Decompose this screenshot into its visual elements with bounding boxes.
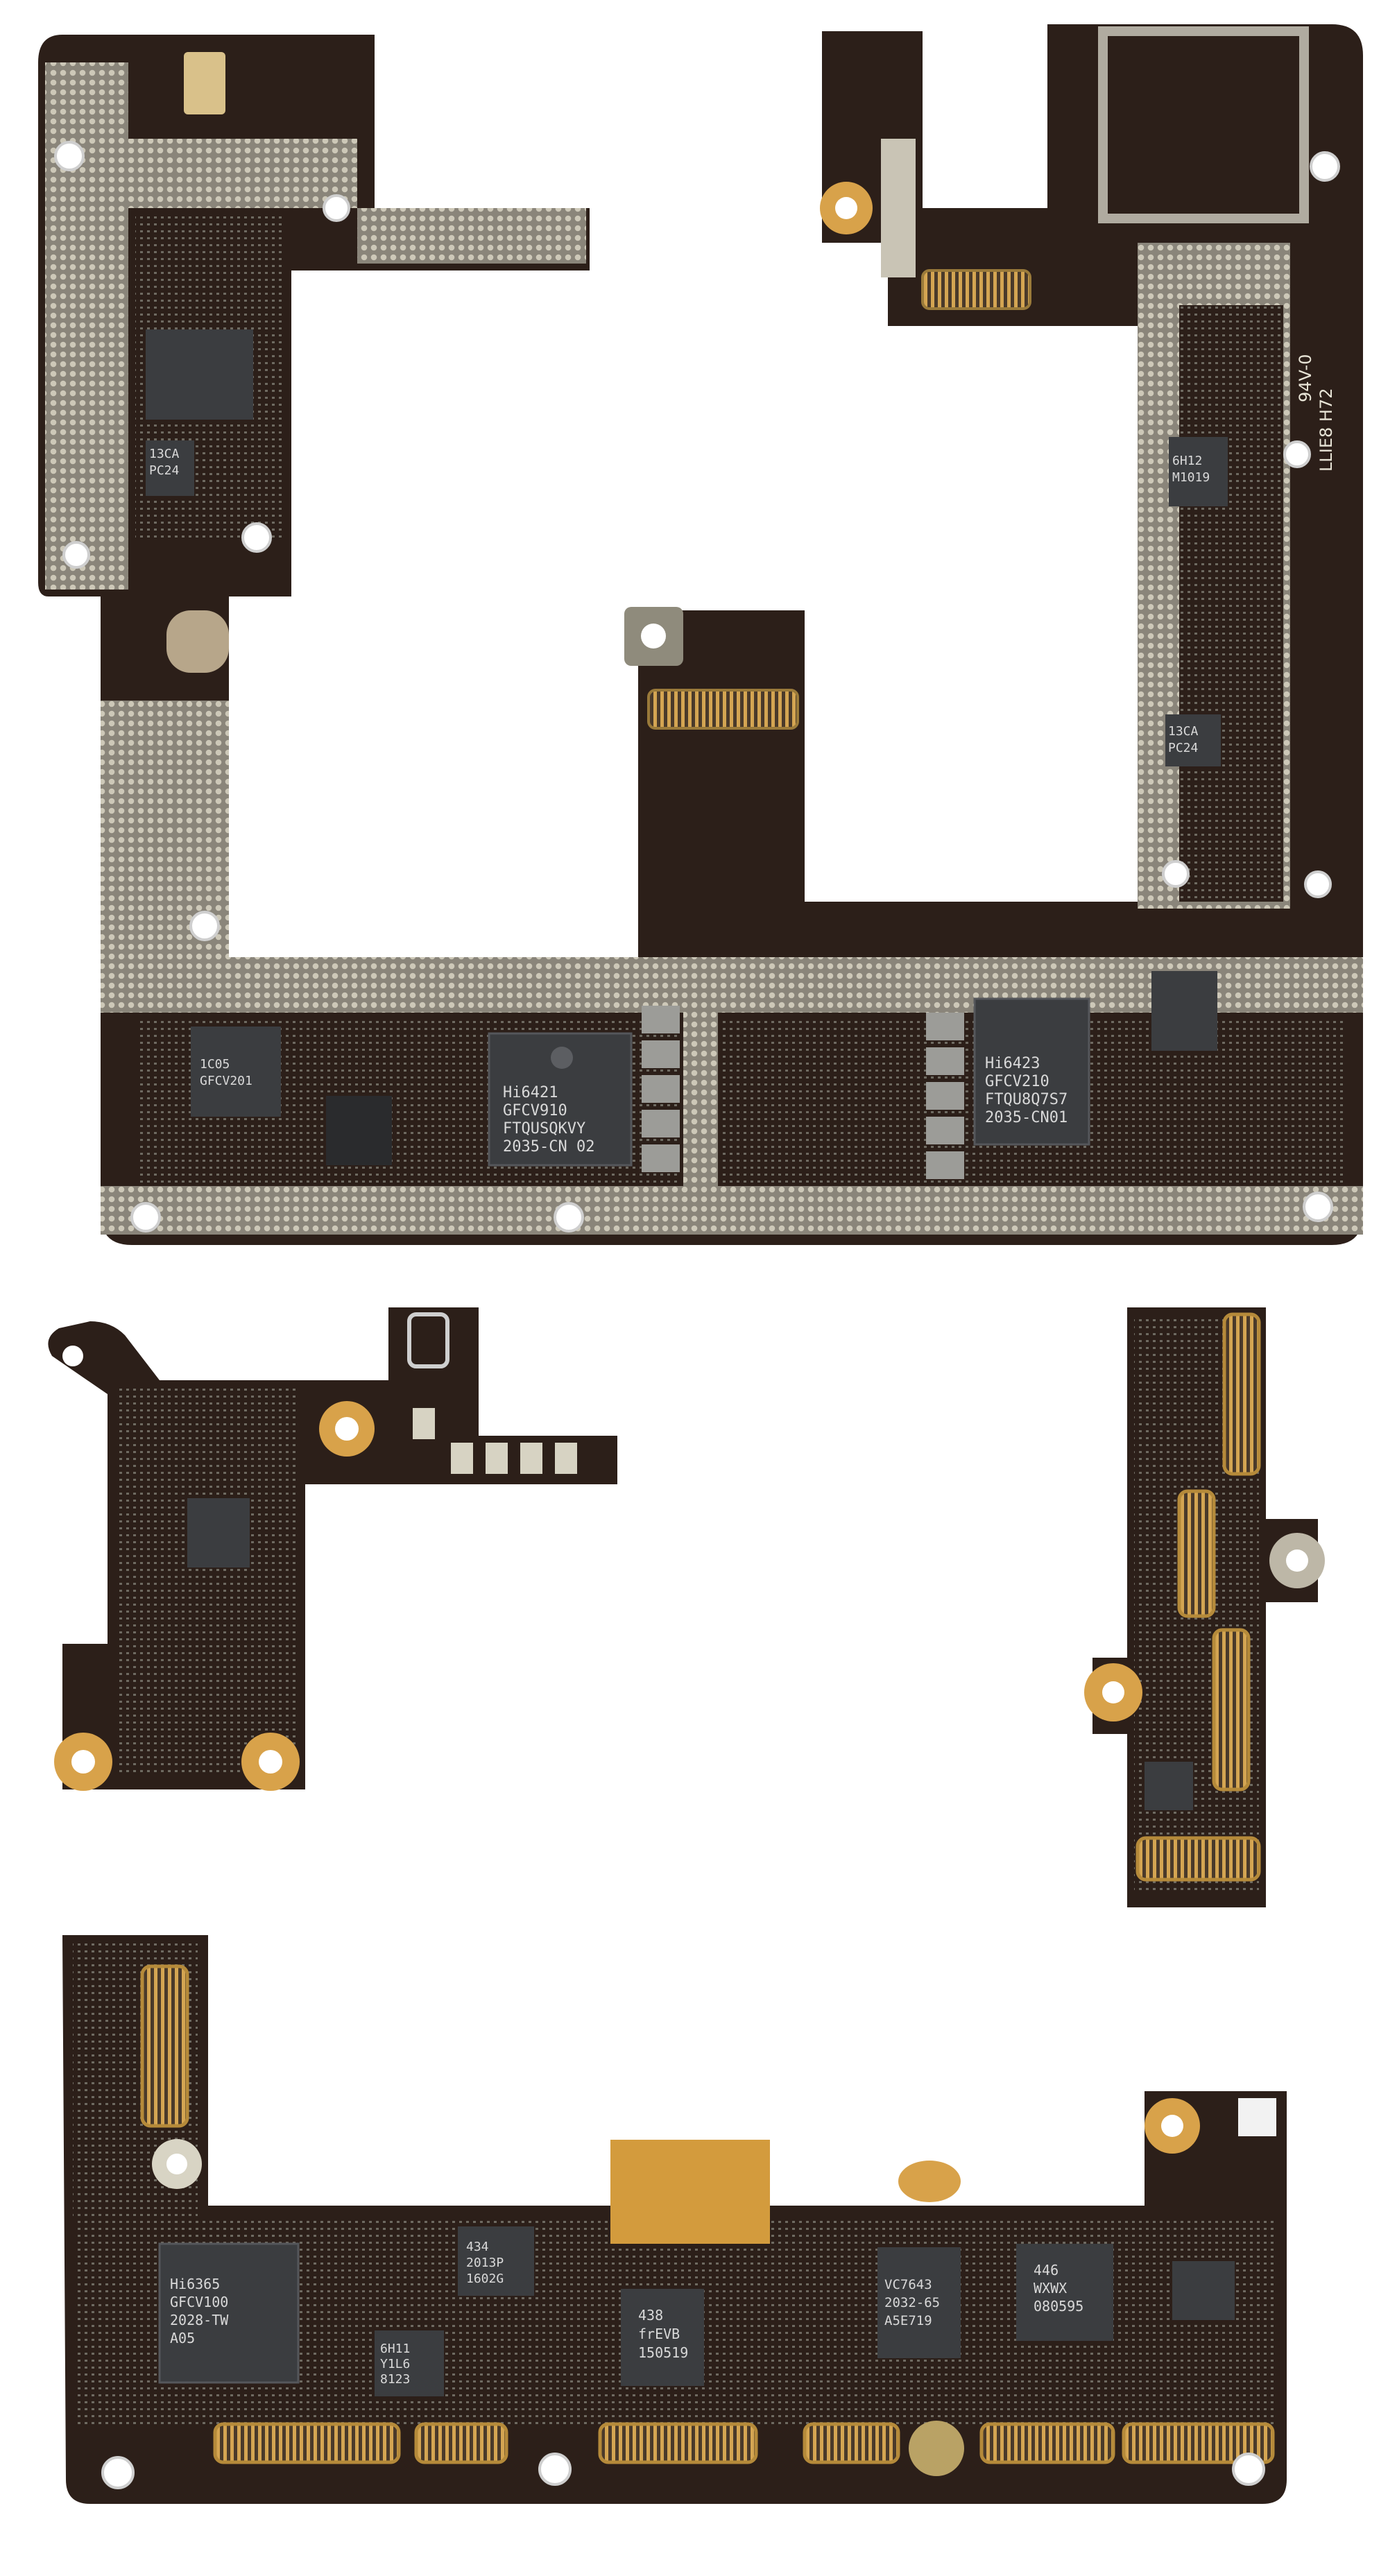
chip-438: 438 frEVB 150519 bbox=[621, 2289, 704, 2386]
connector-right-3 bbox=[1212, 1628, 1251, 1792]
middle-right-chip bbox=[1145, 1762, 1193, 1810]
shield-rail-bottom-edge bbox=[101, 1186, 1363, 1235]
svg-text:GFCV201: GFCV201 bbox=[200, 1074, 252, 1088]
svg-text:434: 434 bbox=[466, 2240, 489, 2254]
chip-434: 434 2013P 1602G bbox=[458, 2226, 534, 2296]
svg-text:8123: 8123 bbox=[380, 2372, 410, 2387]
connector-right-1 bbox=[1222, 1312, 1261, 1476]
svg-text:A5E719: A5E719 bbox=[884, 2313, 932, 2328]
shield-rail-top bbox=[128, 139, 357, 208]
svg-text:2032-65: 2032-65 bbox=[884, 2295, 940, 2310]
svg-text:Y1L6: Y1L6 bbox=[380, 2357, 410, 2371]
svg-text:frEVB: frEVB bbox=[638, 2326, 680, 2342]
gold-standoff-main bbox=[166, 52, 873, 673]
main-board-top-right-tab bbox=[822, 31, 1047, 326]
chip-vc7643: VC7643 2032-65 A5E719 bbox=[877, 2247, 961, 2358]
gold-bracket bbox=[881, 139, 916, 277]
chip-446: 446 WXWX 080595 bbox=[1016, 2244, 1113, 2341]
svg-text:VC7643: VC7643 bbox=[884, 2277, 932, 2292]
svg-text:WXWX: WXWX bbox=[1034, 2280, 1067, 2296]
svg-text:2035-CN 02: 2035-CN 02 bbox=[503, 1138, 594, 1156]
middle-left-components bbox=[118, 1387, 298, 1776]
chip-hi6421: Hi6421 GFCV910 FTQUSQKVY 2035-CN 02 bbox=[488, 1032, 633, 1167]
svg-text:PC24: PC24 bbox=[1168, 741, 1198, 755]
component-field-right-column bbox=[1179, 305, 1283, 902]
middle-left-pad-row bbox=[413, 1408, 577, 1474]
connector-right-4 bbox=[1135, 1836, 1261, 1882]
connector-bottom-vertical bbox=[140, 1964, 189, 2128]
chip-small-left: 1C05 GFCV201 bbox=[191, 1027, 281, 1117]
middle-right-board bbox=[1084, 1307, 1325, 1907]
svg-text:PC24: PC24 bbox=[149, 463, 179, 478]
chip-black-square bbox=[326, 1096, 392, 1165]
camera-frame bbox=[1098, 26, 1309, 223]
svg-text:446: 446 bbox=[1034, 2262, 1059, 2278]
flex-cable-tab bbox=[610, 2140, 770, 2244]
chip-pc24-right: 13CA PC24 bbox=[1165, 714, 1221, 766]
svg-text:1C05: 1C05 bbox=[200, 1057, 230, 1072]
svg-text:M1019: M1019 bbox=[1172, 470, 1210, 485]
main-board: Hi6421 GFCV910 FTQUSQKVY 2035-CN 02 Hi64… bbox=[38, 24, 1363, 1245]
middle-left-holes bbox=[62, 1346, 359, 1774]
svg-text:GFCV910: GFCV910 bbox=[503, 1102, 567, 1119]
bottom-connector-row bbox=[213, 2422, 1275, 2464]
svg-text:150519: 150519 bbox=[638, 2344, 688, 2361]
svg-text:Hi6421: Hi6421 bbox=[503, 1084, 558, 1101]
svg-text:13CA: 13CA bbox=[1168, 724, 1199, 739]
svg-text:6H11: 6H11 bbox=[380, 2342, 410, 2356]
middle-right-standoffs bbox=[1084, 1533, 1325, 1721]
svg-text:1602G: 1602G bbox=[466, 2272, 504, 2286]
chip-hi6365: Hi6365 GFCV100 2028-TW A05 bbox=[158, 2242, 300, 2384]
svg-text:080595: 080595 bbox=[1034, 2298, 1083, 2315]
chip-grey-block bbox=[1151, 971, 1217, 1051]
svg-text:Hi6423: Hi6423 bbox=[985, 1055, 1040, 1072]
svg-text:438: 438 bbox=[638, 2307, 663, 2324]
mount-holes-main bbox=[54, 141, 1340, 1233]
chip-hi6423: Hi6423 GFCV210 FTQU8Q7S7 2035-CN01 bbox=[973, 997, 1090, 1146]
svg-text:FTQUSQKVY: FTQUSQKVY bbox=[503, 1120, 585, 1137]
chip-pc24-left: 13CA PC24 bbox=[146, 329, 253, 496]
svg-text:GFCV100: GFCV100 bbox=[170, 2294, 228, 2310]
bottom-board-holes bbox=[101, 2098, 1276, 2489]
svg-text:13CA: 13CA bbox=[149, 447, 180, 461]
middle-left-board bbox=[48, 1307, 617, 1791]
svg-text:Hi6365: Hi6365 bbox=[170, 2276, 220, 2292]
connector-top-right bbox=[921, 269, 1031, 310]
silkscreen-94v0: 94V-0 bbox=[1296, 354, 1315, 402]
svg-text:A05: A05 bbox=[170, 2330, 195, 2346]
svg-text:6H12: 6H12 bbox=[1172, 454, 1202, 468]
svg-text:2028-TW: 2028-TW bbox=[170, 2312, 229, 2328]
svg-text:2013P: 2013P bbox=[466, 2256, 504, 2270]
middle-left-connector bbox=[407, 1312, 449, 1368]
chip-6h11: 6H11 Y1L6 8123 bbox=[375, 2330, 444, 2396]
connector-center bbox=[647, 689, 799, 730]
middle-left-chip bbox=[187, 1498, 250, 1568]
main-board-outline-left bbox=[38, 24, 1363, 1245]
silkscreen-lliE8: LLIE8 H72 bbox=[1317, 388, 1336, 472]
shield-rail-center-divider bbox=[683, 957, 718, 1193]
bottom-board: Hi6365 GFCV100 2028-TW A05 434 2013P 160… bbox=[62, 1935, 1287, 2504]
svg-text:GFCV210: GFCV210 bbox=[985, 1073, 1049, 1090]
shield-rail-left bbox=[45, 62, 128, 590]
chip-hi6h12: 6H12 M1019 bbox=[1169, 437, 1228, 506]
chip-bottom-right-small bbox=[1172, 2261, 1235, 2320]
passive-array-center bbox=[642, 1006, 964, 1179]
connector-right-2 bbox=[1177, 1489, 1216, 1618]
shield-rail-top-strip bbox=[357, 208, 586, 264]
svg-text:2035-CN01: 2035-CN01 bbox=[985, 1109, 1068, 1126]
svg-text:FTQU8Q7S7: FTQU8Q7S7 bbox=[985, 1091, 1068, 1108]
